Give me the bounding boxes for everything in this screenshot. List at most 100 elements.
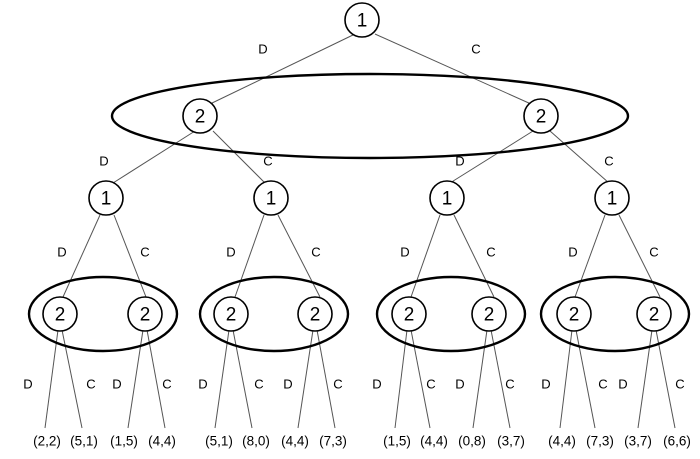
- edge-root-left: [209, 33, 356, 105]
- edges-level-2: [112, 130, 610, 184]
- level4-node-3-player: 2: [226, 305, 237, 326]
- level4-3-edge-label-left: D: [198, 377, 207, 392]
- information-set-l4-4: [539, 275, 691, 353]
- edge-l3d-left: [574, 214, 606, 298]
- level4-node-3-circle: [213, 296, 249, 332]
- payoff-11: (0,8): [458, 434, 486, 449]
- level4-1-edge-label-left: D: [23, 377, 32, 392]
- level2-2-edge-label-right: C: [604, 154, 613, 169]
- level4-node-2-circle: [127, 296, 163, 332]
- level3-node-1-circle: [88, 180, 124, 216]
- edge-l2b-left: [449, 130, 534, 184]
- payoff-16: (6,6): [663, 434, 691, 449]
- level3-node-1-player: 1: [101, 189, 112, 210]
- level4-node-3: 2: [213, 296, 249, 332]
- payoff-8: (7,3): [319, 434, 347, 449]
- payoff-2: (5,1): [70, 434, 98, 449]
- level4-2-edge-label-left: D: [112, 377, 121, 392]
- level2-node-1-player: 2: [195, 107, 206, 128]
- edge-leaf-5: [214, 329, 230, 429]
- level4-node-4-player: 2: [310, 305, 321, 326]
- edge-leaf-11: [472, 329, 488, 429]
- level4-node-5: 2: [391, 296, 427, 332]
- edge-l2a-right: [212, 130, 266, 184]
- level4-node-8-player: 2: [649, 305, 660, 326]
- level4-6-edge-label-left: D: [455, 377, 464, 392]
- payoff-13: (4,4): [548, 434, 576, 449]
- level4-node-6: 2: [471, 296, 507, 332]
- information-set-level-2: [110, 72, 630, 160]
- payoff-9: (1,5): [383, 434, 411, 449]
- level4-node-4-circle: [297, 296, 333, 332]
- edges-level-1: [209, 33, 532, 105]
- edge-leaf-14: [575, 329, 596, 429]
- level3-3-edge-label-right: C: [486, 245, 495, 260]
- information-set-l4-2: [198, 275, 350, 353]
- level4-node-5-circle: [391, 296, 427, 332]
- level3-node-3: 1: [429, 180, 465, 216]
- level2-node-1: 2: [182, 98, 218, 134]
- level4-node-4: 2: [297, 296, 333, 332]
- level3-node-3-player: 1: [442, 189, 453, 210]
- level3-4-edge-label-left: D: [568, 245, 577, 260]
- payoff-row: (2,2) (5,1) (1,5) (4,4) (5,1) (8,0) (4,4…: [33, 434, 691, 449]
- level2-node-2: 2: [523, 98, 559, 134]
- level4-node-5-player: 2: [404, 305, 415, 326]
- edge-l3c-right: [453, 214, 495, 298]
- level3-node-1: 1: [88, 180, 124, 216]
- level3-2-edge-label-right: C: [311, 245, 320, 260]
- level4-node-1-circle: [42, 296, 78, 332]
- edge-leaf-7: [297, 329, 314, 429]
- level3-1-edge-label-right: C: [140, 245, 149, 260]
- level2-node-1-circle: [182, 98, 218, 134]
- level4-7-edge-label-right: C: [598, 377, 607, 392]
- level4-8-edge-label-left: D: [618, 377, 627, 392]
- payoff-14: (7,3): [586, 434, 614, 449]
- payoff-7: (4,4): [281, 434, 309, 449]
- level4-node-7: 2: [556, 296, 592, 332]
- information-set-l4-3: [375, 275, 527, 353]
- edge-leaf-9: [394, 329, 408, 429]
- level4-node-1: 2: [42, 296, 78, 332]
- root-node: 1: [344, 2, 380, 38]
- level4-node-2: 2: [127, 296, 163, 332]
- level3-node-2-player: 1: [266, 189, 277, 210]
- level4-7-edge-label-left: D: [541, 377, 550, 392]
- edge-l3a-left: [62, 214, 101, 298]
- level4-node-8: 2: [636, 296, 672, 332]
- edge-leaf-12: [490, 329, 511, 429]
- level2-node-2-circle: [523, 98, 559, 134]
- edge-l2a-left: [112, 130, 196, 184]
- root-edge-label-left: D: [258, 42, 267, 57]
- level4-1-edge-label-right: C: [86, 377, 95, 392]
- level3-node-2-circle: [253, 180, 289, 216]
- level3-1-edge-label-left: D: [57, 245, 66, 260]
- level4-5-edge-label-left: D: [372, 377, 381, 392]
- root-edge-label-right: C: [471, 42, 480, 57]
- payoff-1: (2,2): [33, 434, 61, 449]
- level4-node-7-player: 2: [569, 305, 580, 326]
- root-node-circle: [344, 2, 380, 38]
- level4-4-edge-label-left: D: [283, 377, 292, 392]
- level4-node-2-player: 2: [140, 305, 151, 326]
- root-node-player: 1: [357, 11, 368, 32]
- payoff-12: (3,7): [497, 434, 525, 449]
- payoff-10: (4,4): [420, 434, 448, 449]
- payoff-6: (8,0): [242, 434, 270, 449]
- payoff-3: (1,5): [110, 434, 138, 449]
- edge-l2b-right: [549, 130, 610, 184]
- edge-leaf-1: [44, 329, 59, 429]
- level4-4-edge-label-right: C: [333, 377, 342, 392]
- level4-5-edge-label-right: C: [426, 377, 435, 392]
- level4-3-edge-label-right: C: [254, 377, 263, 392]
- edge-leaf-8: [316, 329, 336, 429]
- edge-leaf-13: [559, 329, 573, 429]
- level3-node-4-player: 1: [607, 189, 618, 210]
- level4-8-edge-label-right: C: [675, 377, 684, 392]
- level2-1-edge-label-right: C: [263, 154, 272, 169]
- level3-node-4-circle: [594, 180, 630, 216]
- edge-l3c-left: [410, 214, 441, 298]
- level4-2-edge-label-right: C: [162, 377, 171, 392]
- edges-level-4: [44, 329, 676, 429]
